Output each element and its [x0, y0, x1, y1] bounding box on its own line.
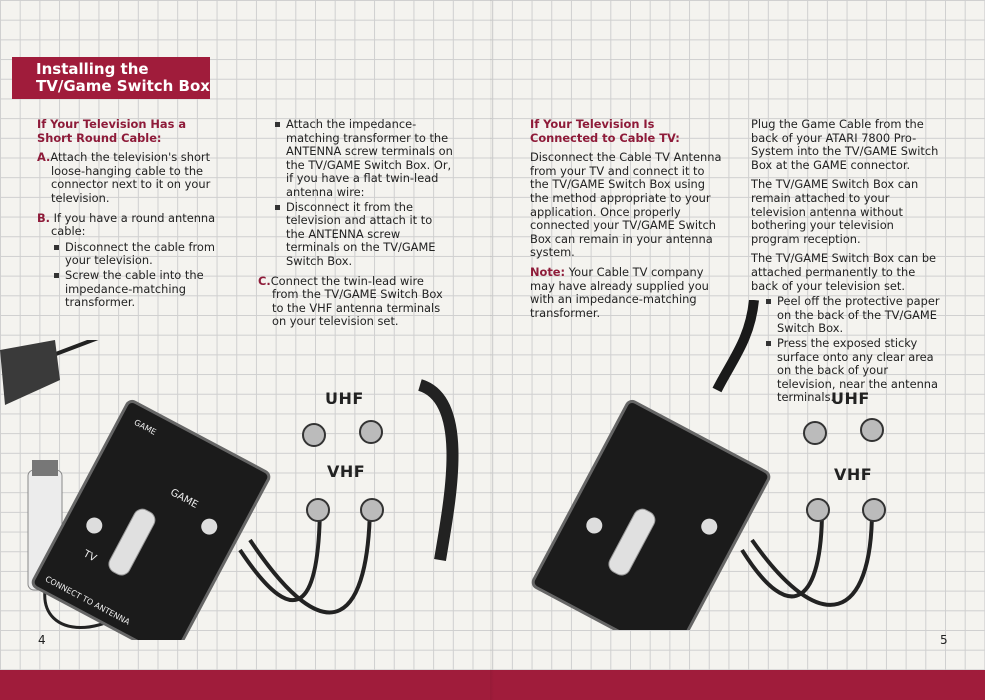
vhf-label: VHF	[327, 462, 366, 481]
step-a-label: A.	[37, 150, 51, 165]
step-b-text: If you have a round antenna cable:	[51, 210, 216, 239]
uhf-terminals	[803, 418, 884, 445]
list-item: Attach the impedance-matching transforme…	[274, 117, 453, 200]
step-b-bullets: Disconnect the cable from your televisio…	[53, 240, 217, 310]
left-column-1: If Your Television Has a Short Round Cab…	[37, 117, 217, 311]
vhf-terminals	[806, 498, 886, 522]
col2-bullets: Attach the impedance-matching transforme…	[274, 117, 453, 269]
step-b: B. If you have a round antenna cable:	[37, 210, 217, 239]
note-text: Your Cable TV company may have already s…	[530, 264, 709, 320]
tv-game-switch-box	[531, 399, 771, 630]
cable-tv-heading: If Your Television Is Connected to Cable…	[530, 117, 680, 145]
note-label: Note:	[530, 264, 566, 279]
book-gutter	[490, 0, 494, 700]
right-page: If Your Television Is Connected to Cable…	[492, 0, 985, 700]
switch-box-illustration-left: GAME GAME TV CONNECT TO ANTENNA	[0, 340, 459, 640]
bottom-color-band	[0, 670, 985, 700]
attach-paragraph: The TV/GAME Switch Box can be attached p…	[751, 251, 937, 293]
step-c-label: C.	[258, 273, 271, 288]
right-column-2: Plug the Game Cable from the back of you…	[751, 117, 943, 406]
step-a: A.Attach the television's short loose-ha…	[37, 150, 217, 205]
uhf-label: UHF	[325, 389, 364, 408]
list-item: Screw the cable into the impedance-match…	[53, 268, 217, 310]
left-page: Installing the TV/Game Switch Box If You…	[0, 0, 492, 700]
list-item: Disconnect the cable from your televisio…	[53, 240, 217, 268]
page-number: 4	[38, 633, 46, 647]
uhf-label: UHF	[831, 389, 870, 408]
cable-text: Disconnect the Cable TV Antenna from you…	[530, 150, 722, 260]
list-item: Press the exposed sticky surface onto an…	[765, 336, 943, 405]
section-header: Installing the TV/Game Switch Box	[12, 57, 210, 99]
step-c-text: Connect the twin-lead wire from the TV/G…	[270, 273, 443, 329]
uhf-terminals	[302, 420, 383, 447]
left-column-2: Attach the impedance-matching transforme…	[258, 117, 453, 335]
remain-paragraph: The TV/GAME Switch Box can remain attach…	[751, 177, 919, 246]
game-cable-paragraph: Plug the Game Cable from the back of you…	[751, 117, 939, 172]
right-column-1: If Your Television Is Connected to Cable…	[530, 117, 725, 326]
vhf-label: VHF	[834, 465, 873, 484]
attach-bullets: Peel off the protective paper on the bac…	[765, 294, 943, 405]
tv-game-switch-box: GAME GAME TV CONNECT TO ANTENNA	[31, 399, 271, 640]
list-item: Disconnect it from the television and at…	[274, 200, 453, 269]
page-number: 5	[940, 633, 948, 647]
step-b-label: B.	[37, 210, 51, 225]
step-a-text: Attach the television's short loose-hang…	[50, 150, 211, 205]
list-item: Peel off the protective paper on the bac…	[765, 294, 943, 336]
vhf-terminals	[306, 498, 384, 522]
note-paragraph: Note: Your Cable TV company may have alr…	[530, 264, 725, 320]
screwdriver-icon	[0, 340, 99, 405]
step-c: C.Connect the twin-lead wire from the TV…	[258, 273, 453, 329]
round-cable-heading: If Your Television Has a Short Round Cab…	[37, 117, 187, 145]
switch-box-illustration-right	[531, 300, 886, 630]
